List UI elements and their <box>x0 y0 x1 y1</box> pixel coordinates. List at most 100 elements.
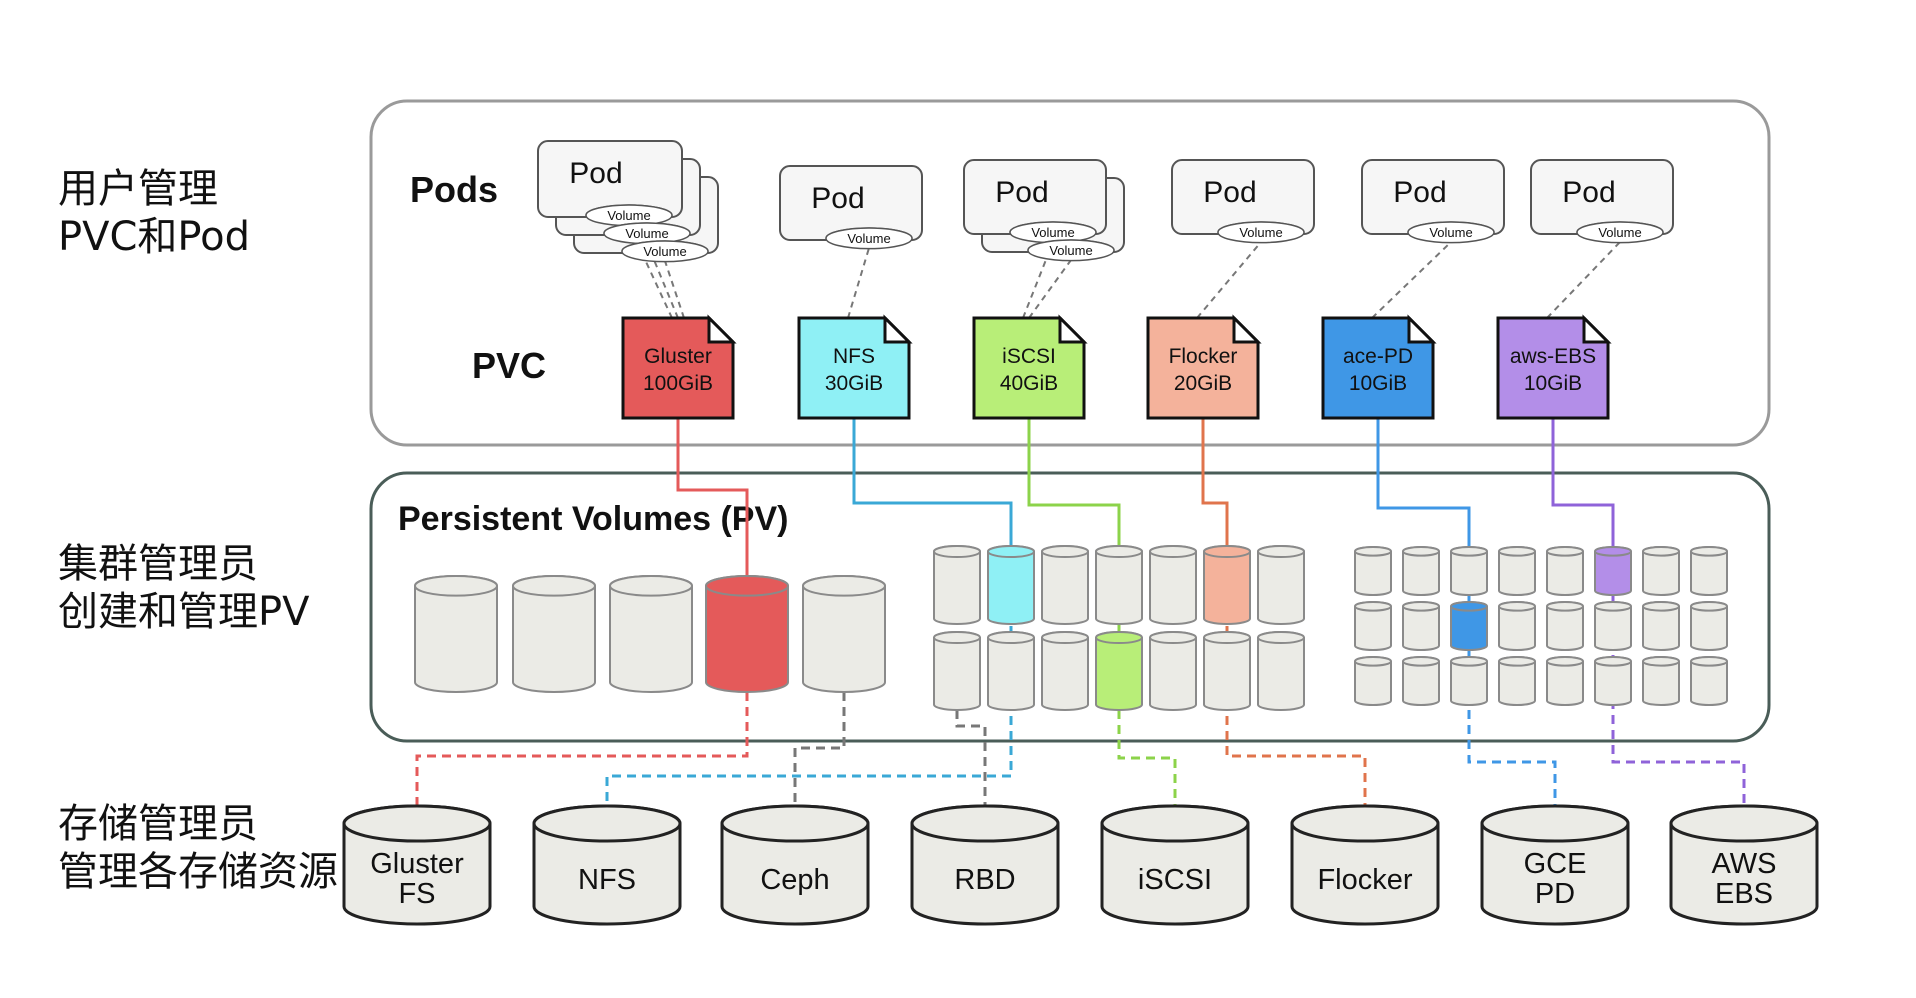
pod-pvc-link-4 <box>847 247 870 319</box>
pv-small-r2-c2 <box>1402 601 1440 651</box>
role-user-line2: PVC和Pod <box>58 214 250 260</box>
pvc-doc-body <box>972 316 1086 420</box>
pv-large-4 <box>705 575 789 693</box>
wire-pv-iscsi <box>1117 710 1177 810</box>
storage-label-line1: GCE <box>1524 848 1587 880</box>
cylinder-top <box>1546 546 1584 557</box>
cylinder-top <box>414 575 498 597</box>
cylinder-top <box>1546 601 1584 612</box>
storage-6: Flocker <box>1290 804 1440 926</box>
pvc-size: 30GiB <box>825 372 883 395</box>
role-storage-admin-label: 存储管理员 管理各存储资源 <box>58 800 338 896</box>
pv-small-r2-c1 <box>1354 601 1392 651</box>
storage-label-line2: PD <box>1535 878 1575 910</box>
cylinder-top <box>1290 804 1440 843</box>
pod-volume-icon <box>825 227 913 250</box>
cylinder-top <box>1354 656 1392 667</box>
pod-volume-icon <box>621 240 709 263</box>
cylinder-top <box>1690 546 1728 557</box>
storage-2: NFS <box>532 804 682 926</box>
pvc-name: iSCSI <box>1002 345 1056 368</box>
cylinder-top <box>1450 601 1488 612</box>
role-storage-admin-line2: 管理各存储资源 <box>58 849 338 895</box>
wire-pv-ceph <box>793 692 846 810</box>
pod-volume-icon <box>1027 239 1115 262</box>
cylinder-top <box>1642 656 1680 667</box>
pv-small-r3-c4 <box>1498 656 1536 706</box>
pod-label: Pod <box>811 182 864 215</box>
wire-pvc-flocker <box>1201 418 1229 552</box>
pv-medium-r1-c6 <box>1203 545 1251 625</box>
pvc-name: aws-EBS <box>1510 345 1596 368</box>
pv-medium-r1-c3 <box>1041 545 1089 625</box>
role-user-label: 用户管理 PVC和Pod <box>58 165 250 261</box>
wire-pvc-gluster <box>676 418 749 580</box>
pv-small-r1-c1 <box>1354 546 1392 596</box>
pvc-size: 10GiB <box>1349 372 1407 395</box>
cylinder-top <box>1354 546 1392 557</box>
pv-small-r3-c5 <box>1546 656 1584 706</box>
pvc-size: 10GiB <box>1524 372 1582 395</box>
cylinder-top <box>933 631 981 645</box>
cylinder-top <box>1041 631 1089 645</box>
pvc-doc-body <box>621 316 735 420</box>
pv-medium-r2-c5 <box>1149 631 1197 711</box>
cylinder-top <box>1095 545 1143 559</box>
pod-pvc-link-7 <box>1196 241 1262 319</box>
cylinder-top <box>1402 656 1440 667</box>
pv-small-r2-c7 <box>1642 601 1680 651</box>
cylinder-top <box>1498 656 1536 667</box>
cylinder-top <box>1576 221 1664 244</box>
pv-large-2 <box>512 575 596 693</box>
pod-label: Pod <box>995 176 1048 209</box>
pvc-doc-body <box>797 316 911 420</box>
pod-volume-icon <box>1576 221 1664 244</box>
pv-small-r1-c3 <box>1450 546 1488 596</box>
pv-large-1 <box>414 575 498 693</box>
pod-label: Pod <box>1393 176 1446 209</box>
pv-medium-r2-c2 <box>987 631 1035 711</box>
pv-medium-r1-c7 <box>1257 545 1305 625</box>
pvc-doc-fold <box>1407 314 1437 344</box>
cylinder-top <box>1498 546 1536 557</box>
pvc-label: PVC <box>472 345 546 386</box>
pod-volume-label: Volume <box>607 208 650 223</box>
cylinder-top <box>802 575 886 597</box>
storage-label: NFS <box>578 864 636 896</box>
storage-label-line2: EBS <box>1715 878 1773 910</box>
cylinder-top <box>1257 545 1305 559</box>
storage-label: Flocker <box>1317 864 1412 896</box>
cylinder-top <box>1690 601 1728 612</box>
pv-title: Persistent Volumes (PV) <box>398 500 789 538</box>
pod-volume-icon <box>1407 221 1495 244</box>
cylinder-top <box>1203 545 1251 559</box>
cylinder-top <box>720 804 870 843</box>
cylinder-top <box>532 804 682 843</box>
pod-pvc-link-8 <box>1371 241 1452 319</box>
cylinder-top <box>1642 601 1680 612</box>
pv-small-r3-c1 <box>1354 656 1392 706</box>
cylinder-top <box>1480 804 1630 843</box>
role-cluster-admin-line1: 集群管理员 <box>58 541 258 587</box>
pvc-size: 20GiB <box>1174 372 1232 395</box>
pv-medium-r1-c2 <box>987 545 1035 625</box>
pvc-doc-body <box>1146 316 1260 420</box>
cylinder-top <box>1402 546 1440 557</box>
cylinder-top <box>1594 601 1632 612</box>
pv-small-r3-c3 <box>1450 656 1488 706</box>
cylinder-top <box>987 545 1035 559</box>
cylinder-top <box>1027 239 1115 262</box>
pv-small-r3-c7 <box>1642 656 1680 706</box>
pv-medium-r2-c3 <box>1041 631 1089 711</box>
cylinder-top <box>1407 221 1495 244</box>
storage-label: iSCSI <box>1138 864 1212 896</box>
storage-label-line1: AWS <box>1712 848 1777 880</box>
